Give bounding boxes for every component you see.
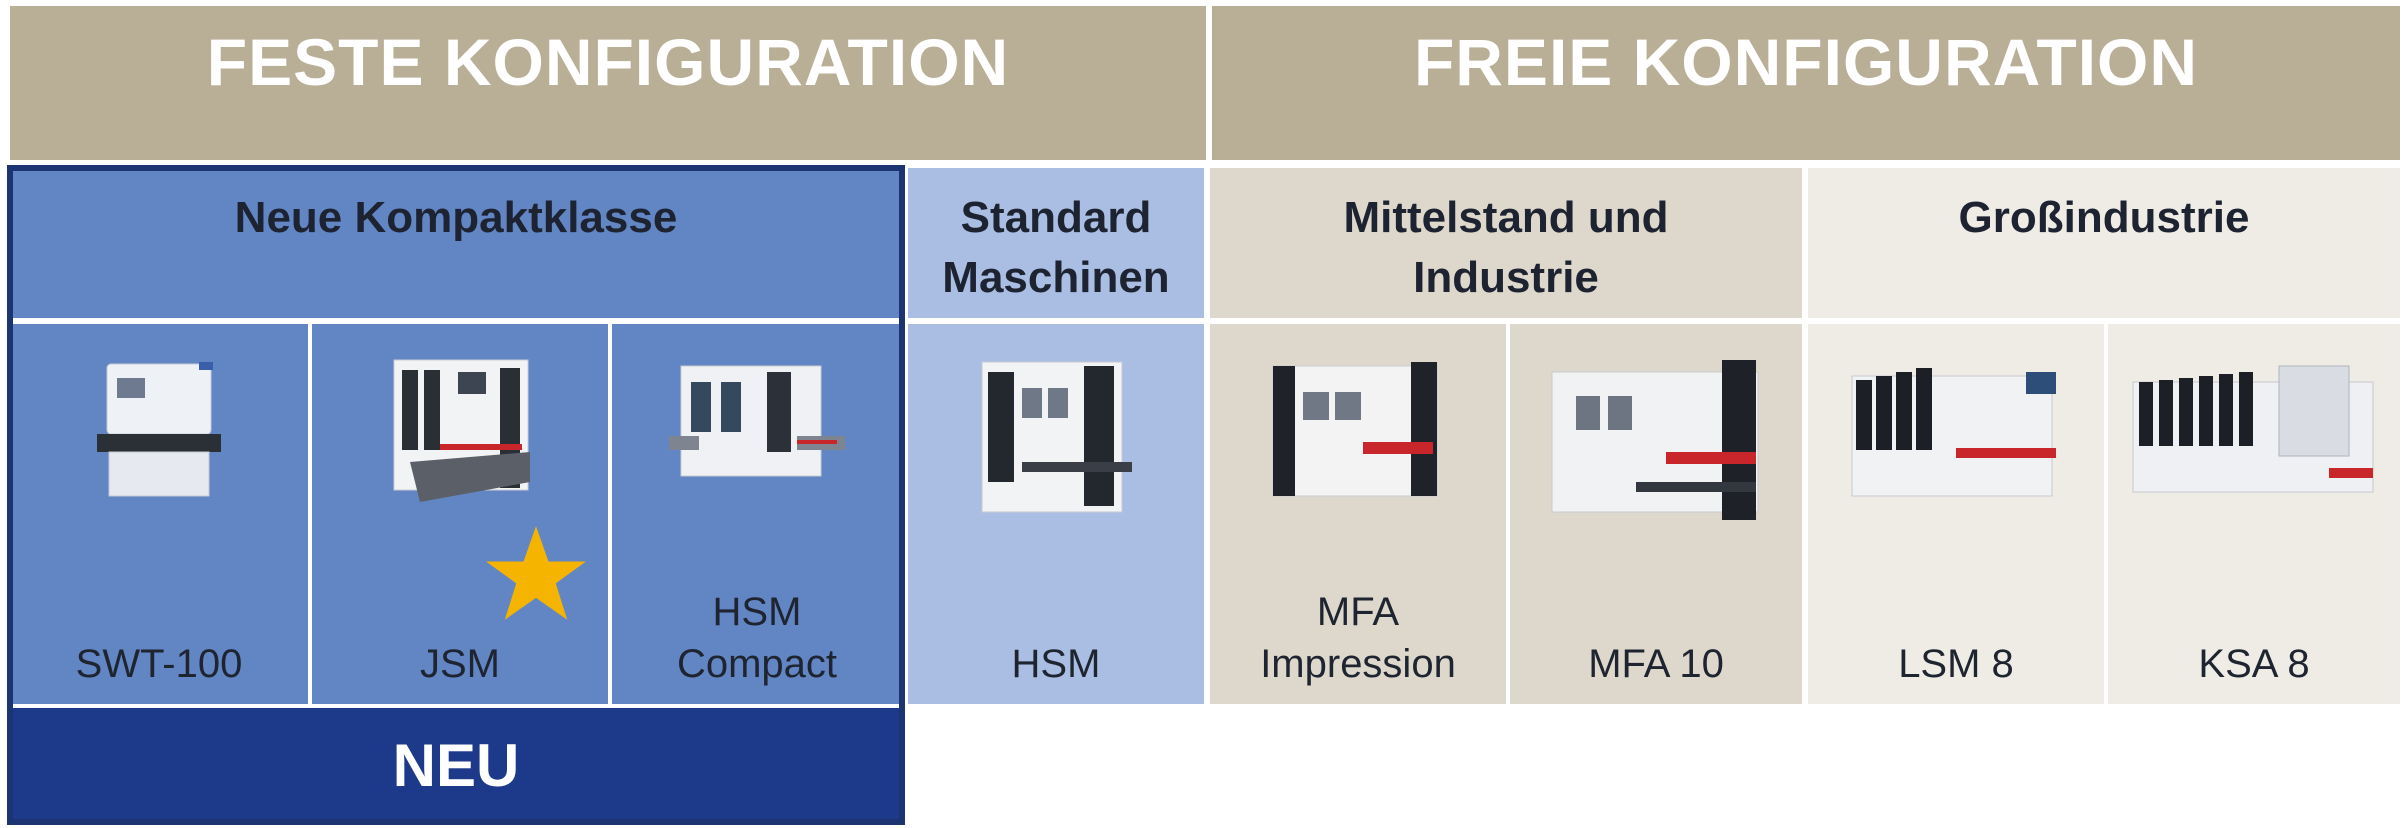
machine-card-ksa8[interactable]: KSA 8 [2108,324,2400,704]
machine-card-hsm[interactable]: HSM [908,324,1204,704]
star-icon [486,526,586,620]
machine-jsm-icon [393,359,530,502]
group-large-industry: Großindustrie [1808,168,2400,318]
fixed-configuration-title: FESTE KONFIGURATION [206,25,1010,99]
group-mid-title: Mittelstand und Industrie [1343,193,1669,302]
machine-label-swt100: SWT-100 [75,642,243,686]
group-compact-title: Neue Kompaktklasse [234,193,678,242]
new-badge: NEU [10,708,902,822]
machine-mfa10-icon [1551,360,1759,520]
machine-swt100-icon [97,362,221,497]
machine-card-hsm-compact[interactable]: HSM Compact [612,324,902,704]
group-standard-title: Standard Maschinen [942,193,1170,302]
free-configuration-header: FREIE KONFIGURATION [1212,6,2400,160]
machine-hsm-icon [981,361,1132,513]
machine-mfa-impression-icon [1272,362,1438,497]
machine-label-mfa-impression: MFA Impression [1260,590,1456,686]
machine-label-mfa10: MFA 10 [1588,642,1724,686]
machine-card-jsm[interactable]: JSM [312,324,608,704]
machine-card-lsm8[interactable]: LSM 8 [1808,324,2104,704]
group-standard-machines: Standard Maschinen [908,168,1204,318]
group-compact-class: Neue Kompaktklasse [10,168,902,318]
machine-lsm8-icon [1851,368,2056,497]
machine-label-ksa8: KSA 8 [2198,642,2310,686]
machine-label-hsm: HSM [1011,642,1101,686]
new-badge-label: NEU [392,731,520,799]
machine-hsm-compact-icon [669,365,845,477]
machine-label-jsm: JSM [420,642,500,686]
group-mid-industry: Mittelstand und Industrie [1210,168,1802,318]
machine-ksa8-icon [2132,365,2374,493]
machine-card-mfa-impression[interactable]: MFA Impression [1210,324,1506,704]
fixed-configuration-header: FESTE KONFIGURATION [10,6,1206,160]
machine-label-lsm8: LSM 8 [1898,642,2014,686]
free-configuration-title: FREIE KONFIGURATION [1413,25,2199,99]
machine-card-mfa10[interactable]: MFA 10 [1510,324,1802,704]
machine-card-swt100[interactable]: SWT-100 [10,324,308,704]
machine-label-hsm-compact: HSM Compact [676,590,838,686]
group-large-title: Großindustrie [1958,193,2250,242]
